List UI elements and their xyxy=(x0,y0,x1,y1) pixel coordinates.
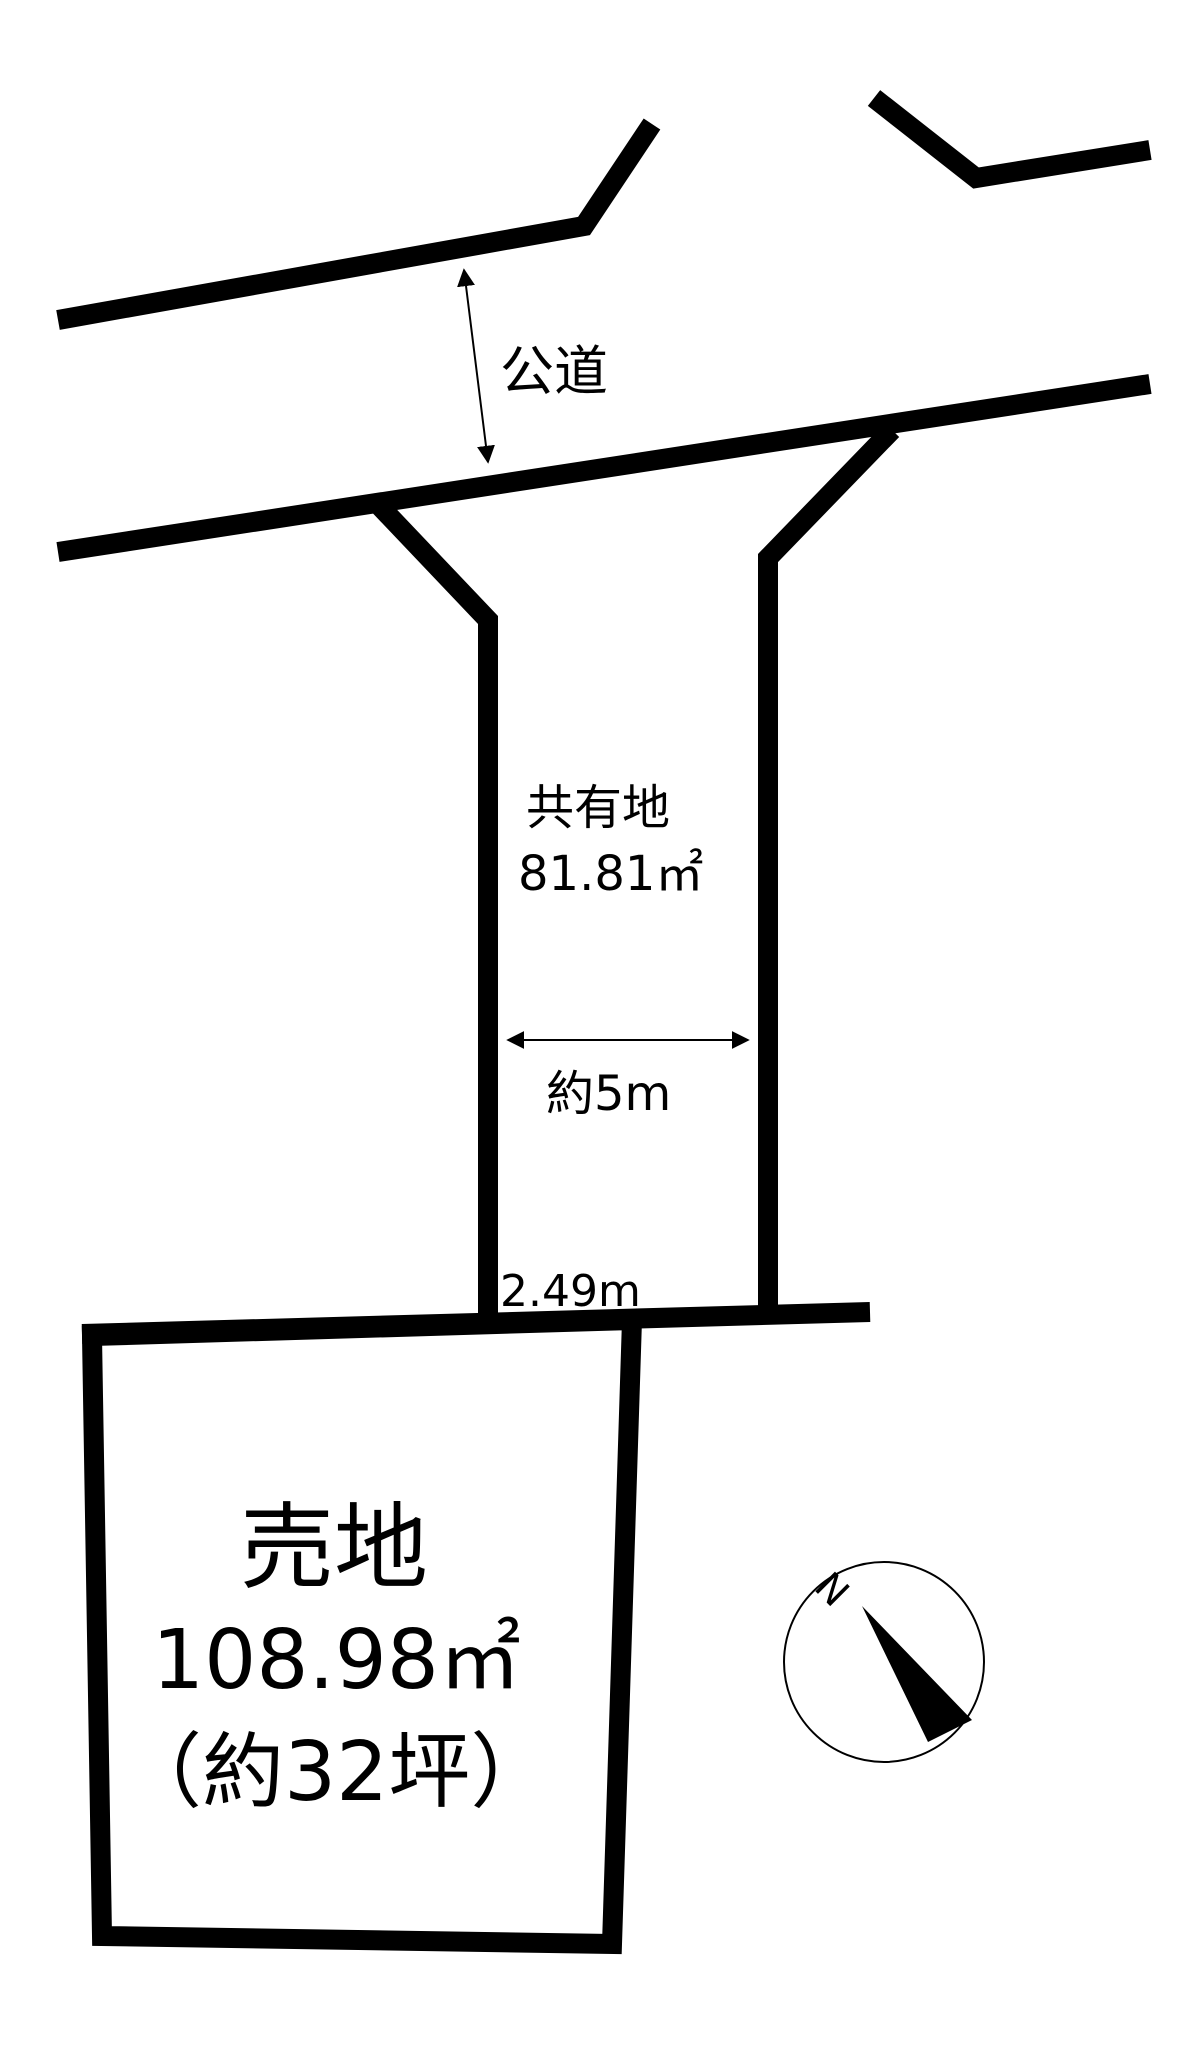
shared-land-right-edge xyxy=(758,423,900,1312)
shared-land-frontage-label: 2.49m xyxy=(500,1266,641,1317)
compass-circle xyxy=(783,1561,985,1763)
sale-lot-label: 売地 xyxy=(240,1494,428,1603)
road-upper-edge-right xyxy=(867,90,1152,189)
north-compass: N xyxy=(783,1561,985,1763)
sale-lot-area: 108.98㎡ xyxy=(152,1613,521,1708)
compass-north-label: N xyxy=(806,1564,857,1615)
road-label: 公道 xyxy=(500,340,608,403)
shared-land-width-label: 約5m xyxy=(546,1066,671,1122)
sale-lot-tsubo: （約32坪） xyxy=(120,1725,552,1820)
sale-lot-boundary xyxy=(81,1309,643,1955)
road-upper-edge-left xyxy=(56,118,661,330)
compass-needle xyxy=(862,1606,972,1742)
road-lower-edge xyxy=(56,374,1152,562)
road-width-arrow xyxy=(457,268,495,464)
shared-land-left-edge xyxy=(366,493,498,1322)
shared-land-area: 81.81㎡ xyxy=(518,846,703,902)
shared-land-label: 共有地 xyxy=(526,780,670,836)
